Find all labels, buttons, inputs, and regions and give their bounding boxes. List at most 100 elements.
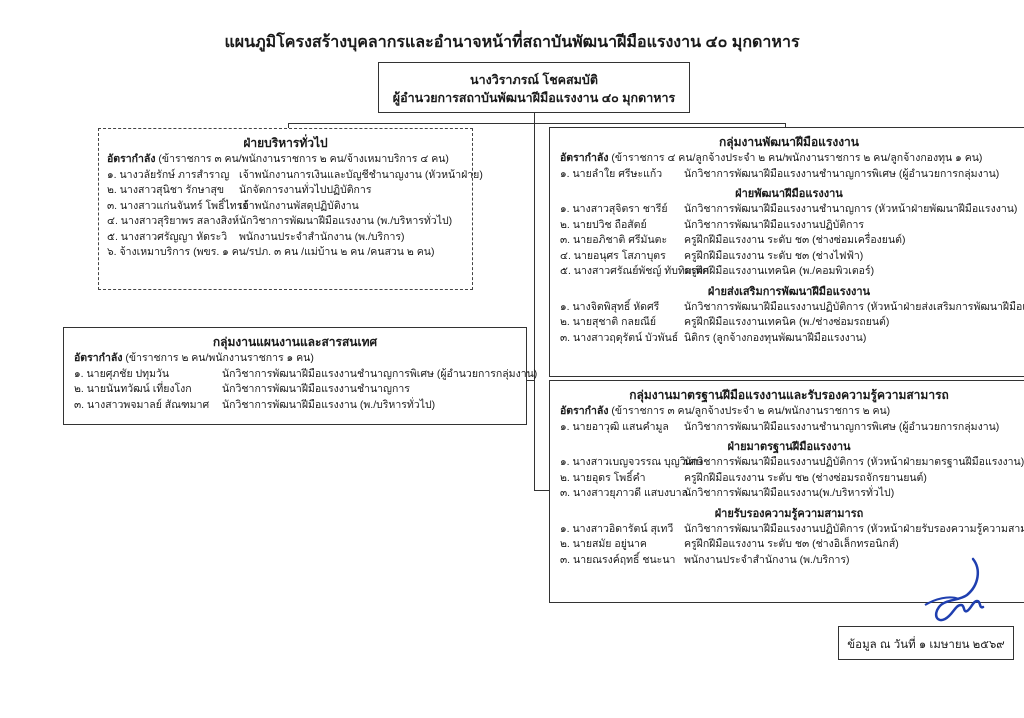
staffing-text: (ข้าราชการ ๓ คน/ลูกจ้างประจำ ๒ คน/พนักงา… (608, 405, 891, 417)
list-item: ๒. นายอุดร โพธิ์คำ ครูฝึกฝีมือแรงงาน ระดั… (560, 471, 1018, 487)
list-item: ๔. นางสาวสุริยาพร สลางสิงห์นักวิชาการพัฒ… (107, 214, 464, 230)
director-position: ผู้อำนวยการสถาบันพัฒนาฝีมือแรงงาน ๔๐ มุก… (392, 91, 676, 105)
member-name: ๒. นายนันทวัฒน์ เที่ยงโงก (74, 383, 192, 395)
list-item: ๒. นายสมัย อยู่นาค ครูฝึกฝีมือแรงงาน ระดั… (560, 537, 1018, 553)
member-role: ครูฝึกฝีมือแรงงานเทคนิค (พ./ช่างซ่อมรถยน… (684, 316, 890, 328)
list-item: ๔. นายอนุศร โสภาบุตร ครูฝึกฝีมือแรงงาน ระ… (560, 249, 1018, 265)
member-name: ๕. นางสาวศรัณย์พัชญ์ ทับทิมเทศ (560, 265, 709, 277)
development-box: กลุ่มงานพัฒนาฝีมือแรงงาน อัตรากำลัง (ข้า… (549, 127, 1024, 377)
planning-heading: กลุ่มงานแผนงานและสารสนเทศ (212, 335, 378, 349)
standards-heading: กลุ่มงานมาตรฐานฝีมือแรงงานและรับรองความร… (629, 388, 949, 402)
list-item: ๒. นางสาวสุนิชา รักษาสุข นักจัดการงานทั่ว… (107, 183, 464, 199)
member-role: ครูฝึกฝีมือแรงงาน ระดับ ช๒ (ช่างซ่อมรถจั… (684, 471, 927, 484)
staffing-label: อัตรากำลัง (107, 153, 156, 165)
member-name: ๑. นางสาวเบญจวรรณ บุญวิเศษ (560, 456, 703, 468)
staffing-text: (ข้าราชการ ๔ คน/ลูกจ้างประจำ ๒ คน/พนักงา… (608, 152, 983, 164)
director-box: นางวิราภรณ์ โชคสมบัติ ผู้อำนวยการสถาบันพ… (378, 62, 690, 113)
admin-heading: ฝ่ายบริหารทั่วไป (243, 136, 328, 150)
member-name: ๒. นายปวิช ถือสัตย์ (560, 218, 647, 231)
member-role: นักจัดการงานทั่วไปปฏิบัติการ (239, 184, 372, 196)
list-item: ๑. นายศุภชัย ปทุมวัน นักวิชาการพัฒนาฝีมือ… (74, 367, 537, 383)
connector-line (534, 113, 535, 491)
member-role: นักวิชาการพัฒนาฝีมือแรงงาน(พ./บริหารทั่ว… (684, 487, 895, 499)
admin-note: ๖. จ้างเหมาบริการ (พขร. ๑ คน/รปภ. ๓ คน /… (107, 246, 435, 258)
list-item: ๓. นายณรงค์ฤทธิ์ ชนะนา พนักงานประจำสำนักง… (560, 553, 1018, 569)
member-role: นักวิชาการพัฒนาฝีมือแรงงานชำนาญการ (หัวห… (684, 203, 1018, 215)
member-name: ๒. นายอุดร โพธิ์คำ (560, 471, 646, 484)
member-role: นักวิชาการพัฒนาฝีมือแรงงานปฏิบัติการ (หั… (684, 300, 1024, 313)
list-item: ๓. นางสาวพจมาลย์ สัณฑมาศนักวิชาการพัฒนาฝ… (74, 398, 516, 414)
list-item: ๕. นางสาวศรัณย์พัชญ์ ทับทิมเทศครูฝึกฝีมื… (560, 264, 1018, 280)
list-item: ๓. นางสาวยุภาวดี แสบงบาลนักวิชาการพัฒนาฝ… (560, 486, 1018, 502)
director-name: นางวิราภรณ์ โชคสมบัติ (470, 73, 598, 87)
list-item: ๓. นางสาวฤดุรัตน์ บัวพันธ์ นิติกร (ลูกจ้า… (560, 331, 1018, 347)
list-item: ๑. นางจิตพิสุทธิ์ หัดศรี นักวิชาการพัฒนาฝ… (560, 300, 1024, 316)
member-role: เจ้าพนักงานการเงินและบัญชีชำนาญงาน (หัวห… (239, 168, 483, 181)
section-heading: ฝ่ายส่งเสริมการพัฒนาฝีมือแรงงาน (707, 285, 871, 298)
member-role: เจ้าพนักงานพัสดุปฏิบัติงาน (239, 199, 359, 212)
connector-line (288, 123, 785, 124)
member-role: นักวิชาการพัฒนาฝีมือแรงงานปฏิบัติการ (หั… (684, 522, 1024, 535)
member-name: ๔. นางสาวสุริยาพร สลางสิงห์ (107, 215, 240, 227)
connector-line (288, 123, 289, 128)
admin-box: ฝ่ายบริหารทั่วไป อัตรากำลัง (ข้าราชการ ๓… (98, 128, 483, 290)
member-name: ๒. นายสุชาติ กลยณีย์ (560, 316, 656, 328)
member-name: ๑. นางวลัยรักษ์ ภารสำราญ (107, 168, 230, 181)
member-role: นักวิชาการพัฒนาฝีมือแรงงานปฏิบัติการ (684, 218, 865, 231)
page-title: แผนภูมิโครงสร้างบุคลากรและอำนาจหน้าที่สถ… (224, 34, 800, 51)
member-name: ๓. นายอภิชาติ ศรีมันตะ (560, 234, 668, 246)
member-role: นักวิชาการพัฒนาฝีมือแรงงานปฏิบัติการ (หั… (684, 456, 1024, 468)
member-name: ๓. นางสาวฤดุรัตน์ บัวพันธ์ (560, 331, 679, 344)
member-role: นักวิชาการพัฒนาฝีมือแรงงานชำนาญการพิเศษ … (222, 367, 538, 380)
member-name: ๑. นายลำใย ศรีษะแก้ว (560, 167, 663, 180)
planning-staffing: อัตรากำลัง (ข้าราชการ ๒ คน/พนักงานราชการ… (74, 351, 516, 367)
member-role: นิติกร (ลูกจ้างกองทุนพัฒนาฝีมือแรงงาน) (684, 331, 867, 344)
member-role: ครูฝึกฝีมือแรงงาน ระดับ ช๓ (ช่างอิเล็กทร… (684, 538, 899, 550)
list-item: ๓. นายอภิชาติ ศรีมันตะครูฝึกฝีมือแรงงาน … (560, 233, 1018, 249)
member-role: นักวิชาการพัฒนาฝีมือแรงงานชำนาญการ (222, 383, 410, 395)
member-role: นักวิชาการพัฒนาฝีมือแรงงานชำนาญการพิเศษ … (684, 420, 1000, 433)
admin-staffing: อัตรากำลัง (ข้าราชการ ๓ คน/พนักงานราชการ… (107, 152, 464, 168)
member-role: นักวิชาการพัฒนาฝีมือแรงงาน (พ./บริหารทั่… (239, 215, 453, 227)
list-item: ๑. นางสาวอิดารัตน์ สุเทวี นักวิชาการพัฒนา… (560, 522, 1024, 538)
connector-line (534, 490, 549, 491)
standards-box: กลุ่มงานมาตรฐานฝีมือแรงงานและรับรองความร… (549, 380, 1024, 603)
connector-line (527, 380, 535, 381)
member-name: ๒. นายสมัย อยู่นาค (560, 538, 647, 550)
member-name: ๔. นายอนุศร โสภาบุตร (560, 249, 666, 262)
member-name: ๓. นายณรงค์ฤทธิ์ ชนะนา (560, 553, 676, 566)
data-date-footer: ข้อมูล ณ วันที่ ๑ เมษายน ๒๕๖๙ (838, 626, 1014, 660)
section-heading: ฝ่ายรับรองความรู้ความสามารถ (714, 507, 864, 520)
section-heading: ฝ่ายพัฒนาฝีมือแรงงาน (735, 188, 843, 200)
planning-box: กลุ่มงานแผนงานและสารสนเทศ อัตรากำลัง (ข้… (63, 327, 537, 425)
list-item: ๒. นายปวิช ถือสัตย์ นักวิชาการพัฒนาฝีมือแ… (560, 218, 1018, 234)
list-item: ๑. นางสาวเบญจวรรณ บุญวิเศษนักวิชาการพัฒน… (560, 455, 1024, 471)
standards-staffing: อัตรากำลัง (ข้าราชการ ๓ คน/ลูกจ้างประจำ … (560, 404, 1018, 420)
member-name: ๑. นางสาวสุจิตรา ชารีย์ (560, 203, 668, 215)
staffing-label: อัตรากำลัง (74, 352, 123, 364)
staffing-text: (ข้าราชการ ๓ คน/พนักงานราชการ ๒ คน/จ้างเ… (155, 153, 449, 165)
member-name: ๓. นางสาวพจมาลย์ สัณฑมาศ (74, 398, 210, 411)
connector-line (785, 123, 786, 127)
development-heading: กลุ่มงานพัฒนาฝีมือแรงงาน (718, 135, 859, 149)
member-name: ๒. นางสาวสุนิชา รักษาสุข (107, 184, 225, 196)
member-role: พนักงานประจำสำนักงาน (พ./บริการ) (684, 553, 850, 566)
list-item: ๑. นายอาวุฒิ แสนคำมูลนักวิชาการพัฒนาฝีมื… (560, 420, 1018, 436)
staffing-label: อัตรากำลัง (560, 405, 609, 417)
list-item: ๒. นายนันทวัฒน์ เที่ยงโงก นักวิชาการพัฒนา… (74, 382, 516, 398)
development-staffing: อัตรากำลัง (ข้าราชการ ๔ คน/ลูกจ้างประจำ … (560, 151, 1018, 167)
member-name: ๑. นางจิตพิสุทธิ์ หัดศรี (560, 300, 660, 313)
list-item: ๑. นางวลัยรักษ์ ภารสำราญ เจ้าพนักงานการเง… (107, 168, 483, 184)
member-role: ครูฝึกฝีมือแรงงานเทคนิค (พ./คอมพิวเตอร์) (684, 265, 875, 277)
list-item: ๑. นายลำใย ศรีษะแก้วนักวิชาการพัฒนาฝีมือ… (560, 167, 1018, 183)
list-item: ๓. นางสาวแก่นจันทร์ โพธิ์ไทรย์เจ้าพนักงา… (107, 199, 464, 215)
member-name: ๓. นางสาวแก่นจันทร์ โพธิ์ไทรย์ (107, 199, 249, 212)
member-role: ครูฝึกฝีมือแรงงาน ระดับ ช๓ (ช่างไฟฟ้า) (684, 249, 864, 262)
signature-icon (924, 557, 985, 622)
member-role: พนักงานประจำสำนักงาน (พ./บริการ) (239, 230, 405, 243)
member-name: ๑. นายศุภชัย ปทุมวัน (74, 367, 170, 380)
staffing-text: (ข้าราชการ ๒ คน/พนักงานราชการ ๑ คน) (122, 352, 314, 364)
member-name: ๕. นางสาวศรัญญา หัดระวิ (107, 230, 228, 243)
member-name: ๓. นางสาวยุภาวดี แสบงบาล (560, 487, 688, 499)
member-name: ๑. นางสาวอิดารัตน์ สุเทวี (560, 522, 674, 535)
